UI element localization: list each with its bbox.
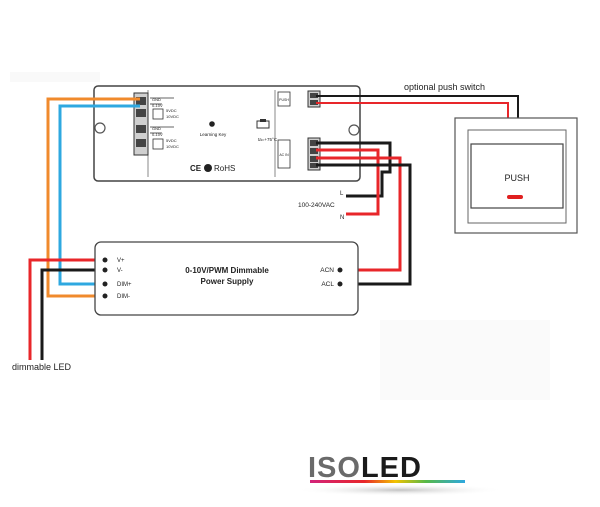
- wiring: [28, 95, 519, 360]
- pin-label-dim-plus: DIM+: [117, 282, 132, 288]
- wire-acn: [316, 156, 402, 272]
- learning-key-button[interactable]: [209, 121, 215, 127]
- wire-blue-dim-plus: [58, 104, 140, 286]
- power-terminal-label: AC IN: [279, 153, 289, 157]
- rohs-label: RoHS: [214, 164, 235, 173]
- wire-black-led: [40, 268, 105, 360]
- power-supply-subtitle: Power Supply: [201, 277, 254, 286]
- dimmable-led-label: dimmable LED: [12, 362, 72, 372]
- output-channel-1: GND 0-10V 5VDC 10VDC: [150, 97, 179, 120]
- pin-v-minus: [102, 267, 108, 273]
- power-supply-title: 0-10V/PWM Dimmable: [185, 266, 269, 275]
- wire-orange-dim-minus: [46, 97, 140, 298]
- pin-acl: [337, 281, 343, 287]
- push-button-label: PUSH: [504, 173, 529, 183]
- wire-push-switch-1: [316, 95, 519, 120]
- mounting-hole-right: [348, 124, 360, 136]
- temperature-label: ta=+75°C: [258, 137, 278, 142]
- pin-acn: [337, 267, 343, 273]
- label-l: L: [340, 191, 344, 197]
- push-switch: PUSH: [454, 117, 578, 234]
- wire-acl: [316, 163, 412, 286]
- certification-icon: [204, 164, 212, 172]
- pin-dim-minus: [102, 293, 108, 299]
- wire-ac-l: [316, 141, 392, 198]
- background-shading: [10, 72, 550, 400]
- learning-key-label: Learning Key: [200, 132, 227, 137]
- optional-push-switch-label: optional push switch: [404, 82, 485, 92]
- ch2-10vdc-label: 10VDC: [166, 144, 179, 149]
- pin-label-v-minus: V-: [117, 268, 123, 274]
- label-n: N: [340, 215, 344, 221]
- pin-label-acn: ACN: [320, 267, 334, 274]
- output-terminal-block: [133, 92, 149, 156]
- wire-ac-n: [316, 148, 380, 216]
- ch1-gnd-label: GND: [152, 97, 161, 102]
- mounting-hole-left: [94, 122, 106, 134]
- pin-label-dim-minus: DIM-: [117, 294, 130, 300]
- wire-red-led: [28, 258, 105, 360]
- ch1-10vdc-label: 10VDC: [166, 114, 179, 119]
- power-supply: 0-10V/PWM Dimmable Power Supply V+ V- DI…: [94, 241, 359, 316]
- push-indicator-light: [507, 195, 523, 199]
- ch2-out-label: 0-10V: [152, 132, 163, 137]
- pin-v-plus: [102, 257, 108, 263]
- pin-label-v-plus: V+: [117, 258, 125, 264]
- isoled-logo: ISOLED: [295, 452, 505, 496]
- ch1-out-label: 0-10V: [152, 103, 163, 108]
- ce-mark: CE: [190, 164, 202, 173]
- wire-push-switch-2: [316, 102, 509, 120]
- output-channel-2: GND 0-10V 5VDC 10VDC: [150, 126, 179, 150]
- connector-icon: [256, 119, 270, 129]
- pin-label-acl: ACL: [321, 281, 334, 288]
- svg-text:ISOLED: ISOLED: [308, 452, 422, 484]
- controller-box: GND 0-10V 5VDC 10VDC GND 0-10V 5VDC 10VD…: [93, 85, 361, 182]
- ch2-5vdc-label: 5VDC: [166, 138, 177, 143]
- pin-dim-plus: [102, 281, 108, 287]
- power-terminal-block: AC IN: [277, 137, 321, 171]
- push-terminal-label: PUSH: [279, 98, 289, 102]
- ch2-gnd-label: GND: [152, 126, 161, 131]
- ch1-5vdc-label: 5VDC: [166, 108, 177, 113]
- label-ac-input: 100-240VAC: [298, 202, 335, 209]
